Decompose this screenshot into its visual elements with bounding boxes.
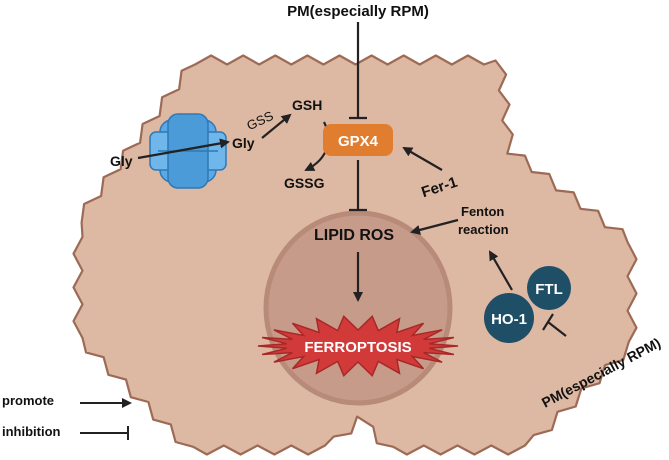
gpx4-box (323, 124, 393, 156)
ftl-circle (527, 266, 571, 310)
gly-to-gsh-arrow (261, 113, 292, 139)
pm-top-label: PM(especially RPM) (287, 3, 429, 20)
ftl-label: FTL (535, 281, 563, 298)
gsh-label: GSH (292, 97, 322, 113)
gly-outside-label: Gly (110, 153, 133, 169)
legend: promote inhibition (2, 393, 132, 440)
ho1-circle (484, 293, 534, 343)
legend-inhibition-label: inhibition (2, 424, 61, 439)
fenton-to-lipid-ros-arrow (410, 218, 459, 235)
ho1-label: HO-1 (491, 311, 527, 328)
ferroptosis-starburst (257, 315, 459, 377)
ferroptosis-label: FERROPTOSIS (304, 339, 411, 356)
fenton-label-line1: Fenton (461, 204, 504, 219)
gssg-label: GSSG (284, 175, 325, 191)
pm-inhibits-ho1 (547, 321, 567, 337)
gpx4-label: GPX4 (338, 133, 379, 150)
lipid-ros-label: LIPID ROS (314, 227, 394, 244)
gly-uptake-arrow (137, 138, 230, 160)
fenton-label-line2: reaction (458, 222, 509, 237)
fer1-to-gpx4-arrow (402, 146, 443, 171)
legend-promote-label: promote (2, 393, 54, 408)
ho1-to-fenton-arrow (488, 250, 513, 291)
gly-transporter (149, 113, 227, 189)
gly-inside-label: Gly (232, 135, 255, 151)
